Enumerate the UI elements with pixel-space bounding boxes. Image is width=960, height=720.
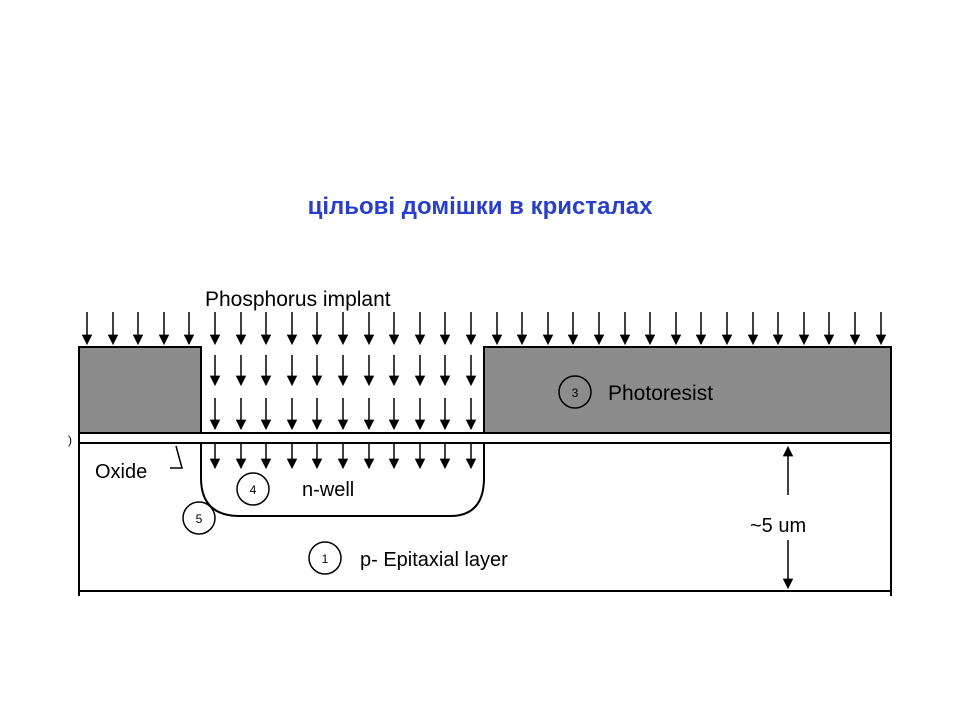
photoresist-block-left <box>78 346 202 434</box>
marker-4: 4 <box>250 483 257 497</box>
photoresist-label: Photoresist <box>608 382 713 405</box>
marker-3: 3 <box>572 386 579 400</box>
marker-1: 1 <box>322 552 329 566</box>
nwell-boundary <box>200 443 485 517</box>
marker-5: 5 <box>196 512 203 526</box>
slide-title: цільові домішки в кристалах <box>307 193 653 220</box>
marker-1-circle <box>308 541 342 575</box>
implant-label: Phosphorus implant <box>205 288 391 311</box>
marker-4-circle <box>236 472 270 506</box>
marker-3-circle <box>558 375 592 409</box>
photoresist-block-right <box>483 346 892 434</box>
oxide-label: Oxide <box>95 461 147 483</box>
nwell-label: n-well <box>302 479 354 501</box>
marker-5-circle <box>182 501 216 535</box>
implant-arrows <box>81 312 887 470</box>
epi-layer-label: p- Epitaxial layer <box>360 549 508 571</box>
oxide-layer <box>78 432 892 444</box>
oxide-left-edge-mark: ) <box>68 433 72 447</box>
thickness-label: ~5 um <box>750 515 806 537</box>
oxide-pointer-line <box>170 445 183 469</box>
